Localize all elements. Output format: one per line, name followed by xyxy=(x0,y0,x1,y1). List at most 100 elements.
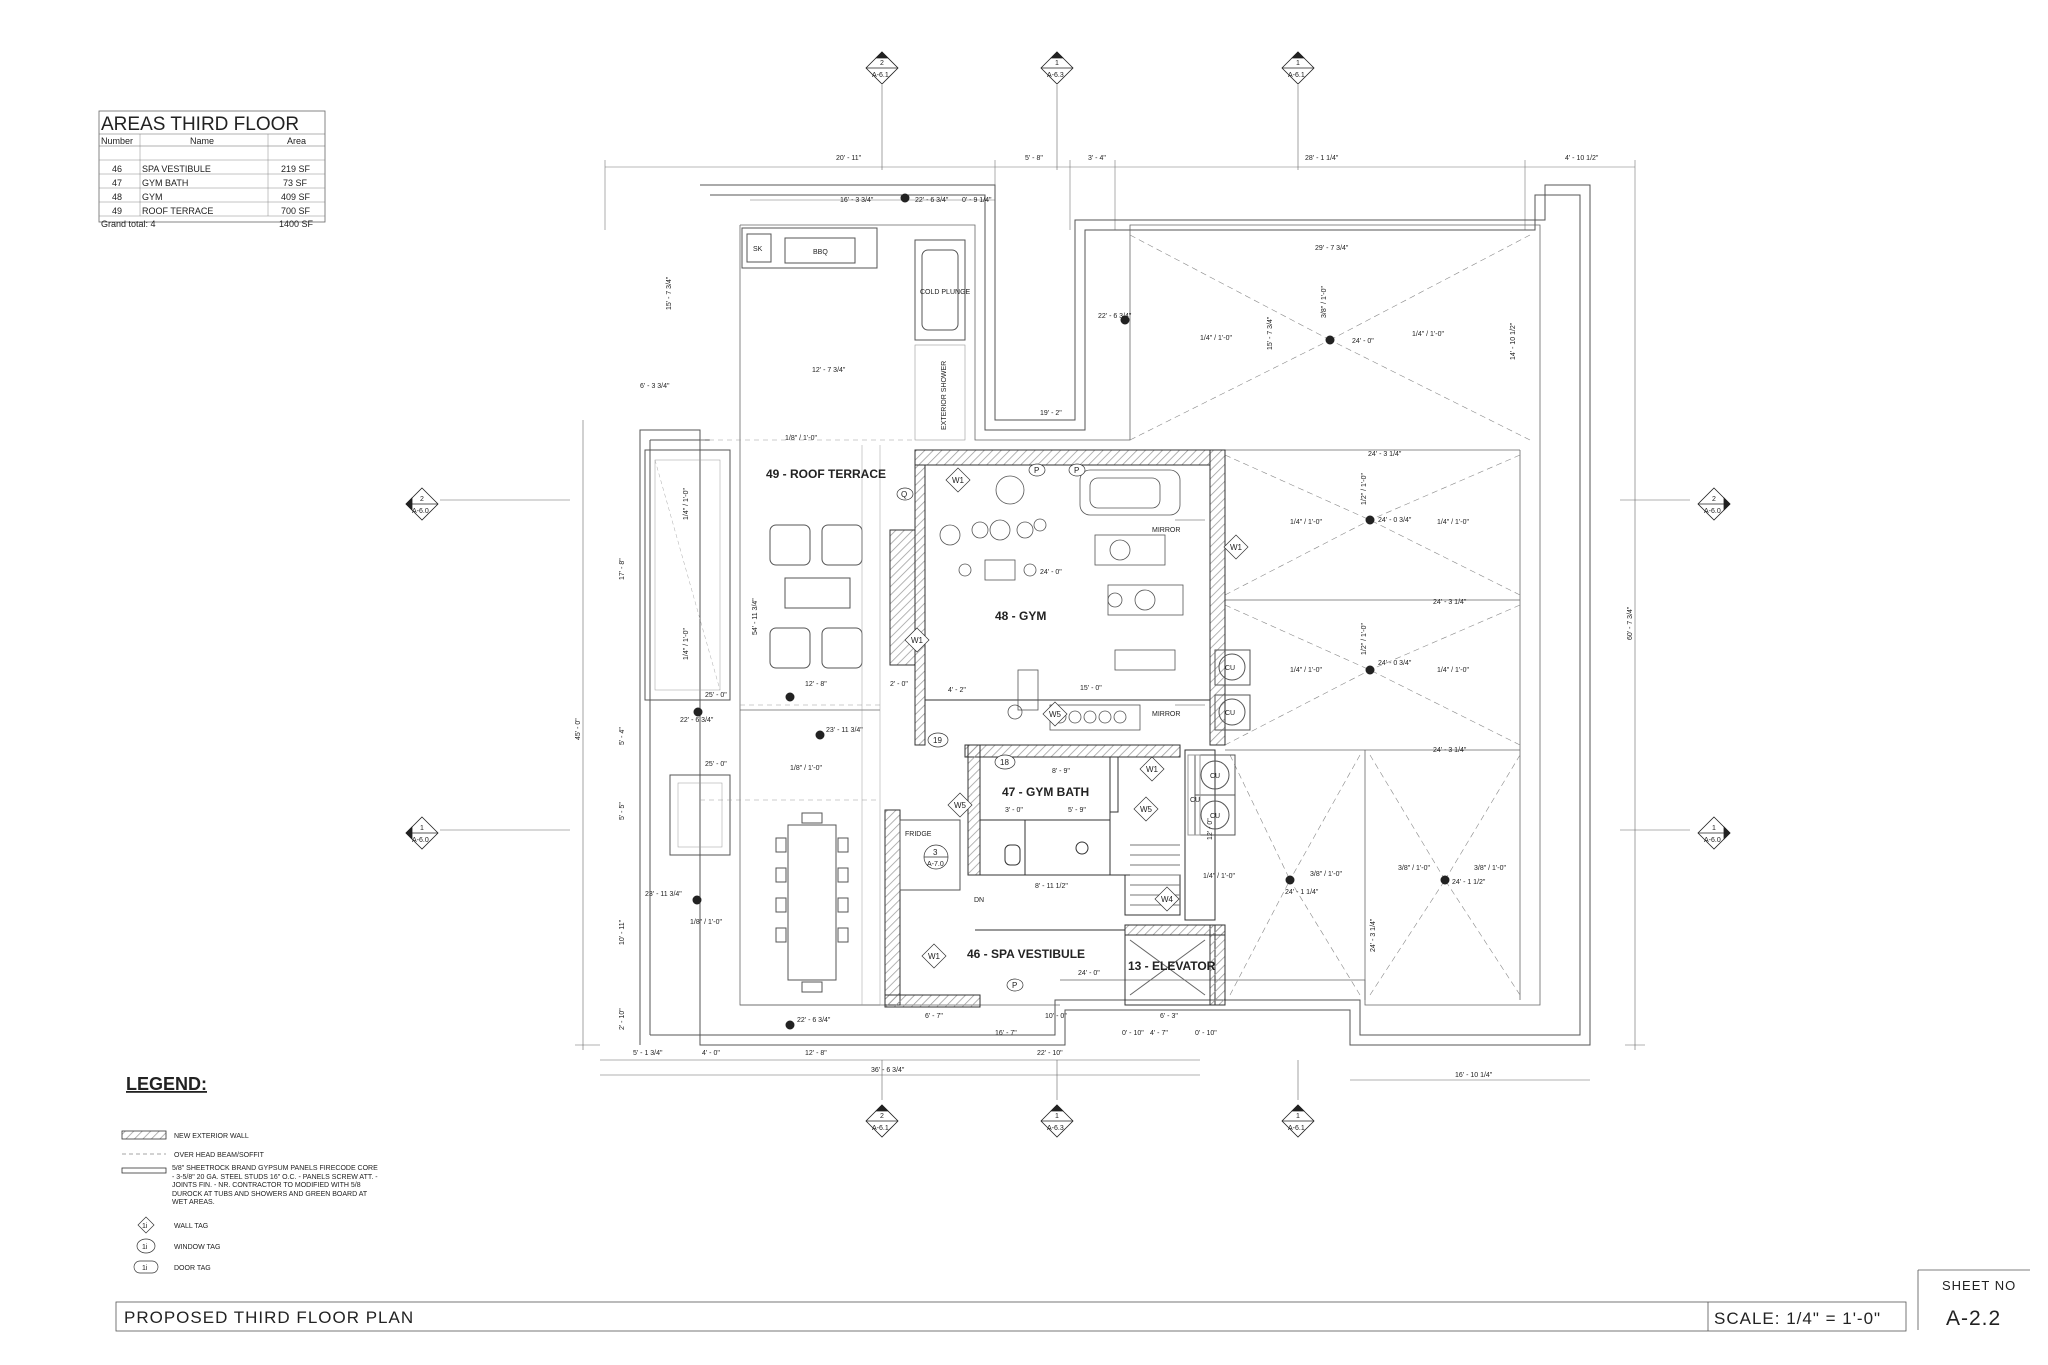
slope-label: 1/8" / 1'-0" xyxy=(785,435,818,442)
room-labels: 49 - ROOF TERRACE 48 - GYM 47 - GYM BATH… xyxy=(766,467,1216,973)
exterior-shower-label: EXTERIOR SHOWER xyxy=(941,361,948,430)
dim-label: 6' - 7" xyxy=(925,1013,943,1020)
cu-label: CU xyxy=(1210,773,1220,780)
window-tag: W1 xyxy=(904,627,930,653)
deck-boundary xyxy=(739,224,1541,1006)
row-area: 409 SF xyxy=(281,192,311,202)
svg-text:19: 19 xyxy=(933,736,942,745)
door-tag: P xyxy=(1028,463,1046,477)
table-row: 47 GYM BATH 73 SF xyxy=(112,178,308,188)
section-marker: 1 A-6.3 xyxy=(1040,51,1074,85)
dim-label: 12' - 8" xyxy=(805,1050,827,1057)
gym-walls xyxy=(889,449,1226,746)
legend-label: WALL TAG xyxy=(174,1223,208,1230)
dim-label: 10' - 11" xyxy=(619,919,626,945)
section-marker: 2 A-6.0 xyxy=(405,487,439,521)
dim-label: 5' - 1 3/4" xyxy=(633,1050,663,1057)
dim-label: 4' - 0" xyxy=(702,1050,720,1057)
title-block: PROPOSED THIRD FLOOR PLAN SCALE: 1/4" = … xyxy=(115,1269,2030,1332)
lounge-furniture xyxy=(769,524,863,669)
row-number: 49 xyxy=(112,206,122,216)
section-marker: 1 A-6.0 xyxy=(405,816,439,850)
section-markers-bottom: 2 A-6.1 1 A-6.3 1 A-6.1 xyxy=(865,1104,1315,1138)
gym-bath-walls xyxy=(964,744,1181,876)
hatched-wall-swatch xyxy=(121,1130,167,1140)
elevation-label: 24' - 1 1/4" xyxy=(1285,889,1319,896)
area-table-title: AREAS THIRD FLOOR xyxy=(101,114,299,135)
row-name: GYM xyxy=(142,192,163,202)
svg-text:W5: W5 xyxy=(1049,710,1062,719)
dim-label: 22' - 6 3/4" xyxy=(915,197,949,204)
legend-symbol-text: 1i xyxy=(142,1265,148,1272)
roof-drainage-lines xyxy=(1129,234,1531,996)
window-tag: W1 xyxy=(1223,534,1249,560)
svg-text:18: 18 xyxy=(1000,758,1009,767)
left-planter-top xyxy=(644,449,731,701)
svg-text:1: 1 xyxy=(1055,60,1059,67)
table-row: 49 ROOF TERRACE 700 SF xyxy=(112,206,311,216)
cu-label: CU xyxy=(1225,665,1235,672)
mirror-label: MIRROR xyxy=(1152,527,1180,534)
slope-label: 1/4" / 1'-0" xyxy=(1200,335,1233,342)
row-name: SPA VESTIBULE xyxy=(142,164,211,174)
svg-text:A-6.3: A-6.3 xyxy=(1047,72,1064,79)
sink-label: SK xyxy=(753,246,763,253)
legend-item: 1i DOOR TAG xyxy=(133,1260,211,1274)
wall-tag: 3 A-7.0 xyxy=(923,844,949,870)
dim-label: 60' - 7 3/4" xyxy=(1627,606,1634,640)
window-tag: W5 xyxy=(1133,796,1159,822)
dim-label: 8' - 9" xyxy=(1052,768,1070,775)
roof-drains xyxy=(692,193,1450,1030)
stair-down-label: DN xyxy=(974,897,984,904)
dimension-labels: 20' - 11" 5' - 8" 3' - 4" 28' - 1 1/4" 4… xyxy=(575,155,1634,1079)
stair-and-vestibule xyxy=(884,749,1226,1008)
legend-label: DOOR TAG xyxy=(174,1265,211,1272)
svg-text:W5: W5 xyxy=(1140,805,1153,814)
slope-label: 3/8" / 1'-0" xyxy=(1321,285,1328,318)
elevation-label: 22' - 6 3/4" xyxy=(1098,313,1132,320)
door-tag: P xyxy=(1068,463,1086,477)
legend-label: WINDOW TAG xyxy=(174,1244,220,1251)
svg-text:A-6.0: A-6.0 xyxy=(412,837,429,844)
dim-label: 17' - 8" xyxy=(619,558,626,580)
door-tag-icon xyxy=(133,1260,159,1274)
section-markers-right: 2 A-6.0 1 A-6.0 xyxy=(1697,487,1731,850)
room-label-spa-vestibule: 46 - SPA VESTIBULE xyxy=(967,947,1085,961)
table-row: 48 GYM 409 SF xyxy=(112,192,311,202)
dim-label: 6' - 3 3/4" xyxy=(640,383,670,390)
elevation-label: 25' - 0" xyxy=(705,692,727,699)
svg-text:1: 1 xyxy=(1712,825,1716,832)
elevation-label: 24' - 0" xyxy=(1352,338,1374,345)
section-marker: 1 A-6.1 xyxy=(1281,1104,1315,1138)
slope-label: 3/8" / 1'-0" xyxy=(1474,865,1507,872)
legend-title: LEGEND: xyxy=(126,1074,207,1094)
room-label-gym-bath: 47 - GYM BATH xyxy=(1002,785,1089,799)
svg-text:A-6.1: A-6.1 xyxy=(1288,1125,1305,1132)
left-planter-bottom xyxy=(669,774,731,856)
row-area: 219 SF xyxy=(281,164,311,174)
svg-text:W1: W1 xyxy=(911,636,924,645)
svg-text:A-6.0: A-6.0 xyxy=(412,508,429,515)
dim-label: 2' - 0" xyxy=(890,681,908,688)
slope-label: 1/4" / 1'-0" xyxy=(1290,667,1323,674)
door-tag: Q xyxy=(896,487,914,501)
col-header-number: Number xyxy=(101,136,133,146)
legend-symbol-text: 1i xyxy=(142,1223,148,1230)
elevation-label: 24' - 3 1/4" xyxy=(1433,747,1467,754)
fixture-labels: MIRROR MIRROR FRIDGE DN CU CU CU CU CU xyxy=(905,527,1235,904)
dim-label: 20' - 11" xyxy=(836,155,862,162)
svg-text:P: P xyxy=(1012,981,1017,990)
dim-label: 28' - 1 1/4" xyxy=(1305,155,1339,162)
elevation-label: 22' - 6 3/4" xyxy=(680,717,714,724)
slope-label: 1/8" / 1'-0" xyxy=(690,919,723,926)
cu-label: CU xyxy=(1210,813,1220,820)
svg-text:2: 2 xyxy=(880,60,884,67)
section-marker: 2 A-6.1 xyxy=(865,1104,899,1138)
elevation-label: 22' - 6 3/4" xyxy=(797,1017,831,1024)
elevation-label: 24' - 3 1/4" xyxy=(1370,918,1377,952)
dim-label: 5' - 9" xyxy=(1068,807,1086,814)
svg-text:2: 2 xyxy=(880,1113,884,1120)
area-schedule-table: AREAS THIRD FLOOR Number Name Area 46 SP… xyxy=(98,110,326,229)
svg-text:A-6.1: A-6.1 xyxy=(872,1125,889,1132)
elevation-label: 24' - 0" xyxy=(1078,970,1100,977)
